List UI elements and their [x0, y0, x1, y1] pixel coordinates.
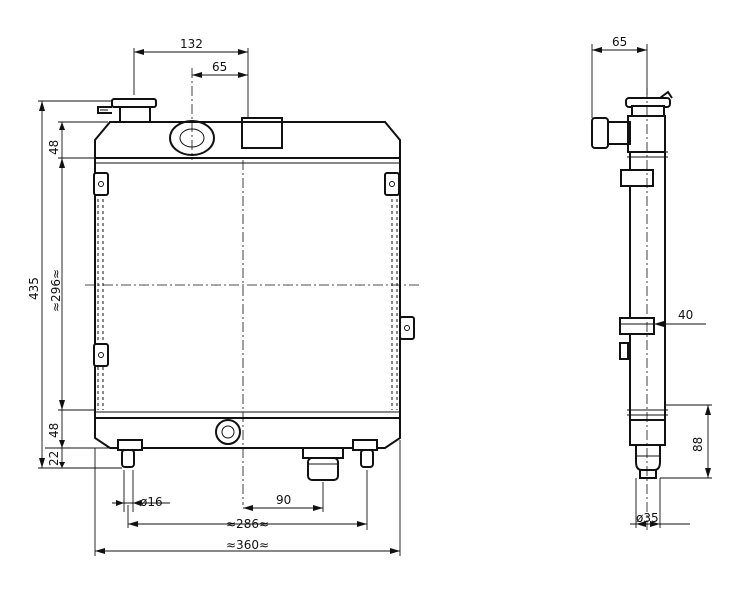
dim-48-bottom-label: 48 [47, 423, 61, 438]
side-inlet [591, 117, 631, 149]
side-cap [625, 90, 673, 117]
side-outlet [635, 445, 661, 479]
drain-plug [215, 419, 241, 445]
side-dim-35-label: ø35 [636, 511, 659, 525]
dim-435-label: 435 [27, 277, 41, 300]
dim-132-label: 132 [180, 37, 203, 51]
bottom-spigots [117, 439, 378, 468]
pressure-cap [97, 98, 157, 123]
side-dim-65-label: 65 [612, 35, 627, 49]
dim-16-label: ø16 [140, 495, 163, 509]
dim-296-label: ≈296≈ [49, 269, 63, 312]
dim-22-label: 22 [47, 451, 61, 466]
top-tank [94, 121, 401, 159]
bottom-outlet [302, 447, 344, 481]
front-dimensions [38, 48, 401, 556]
side-view: 65 40 88 ø35 [591, 35, 712, 532]
dim-48-top-label: 48 [47, 140, 61, 155]
side-dim-88-label: 88 [691, 437, 705, 452]
front-view: 132 65 435 ≈296≈ 48 48 22 ø16 90 ≈286≈ ≈… [27, 37, 420, 556]
mounting-brackets [93, 172, 415, 367]
dim-65-top-label: 65 [212, 60, 227, 74]
bottom-tank [94, 418, 401, 449]
side-dim-40-label: 40 [678, 308, 693, 322]
dim-286-label: ≈286≈ [226, 517, 269, 531]
top-boss [241, 117, 283, 149]
side-body [629, 151, 666, 421]
dim-360-label: ≈360≈ [226, 538, 269, 552]
side-dimensions [591, 44, 712, 528]
dim-90-label: 90 [276, 493, 291, 507]
radiator-core [94, 157, 401, 419]
